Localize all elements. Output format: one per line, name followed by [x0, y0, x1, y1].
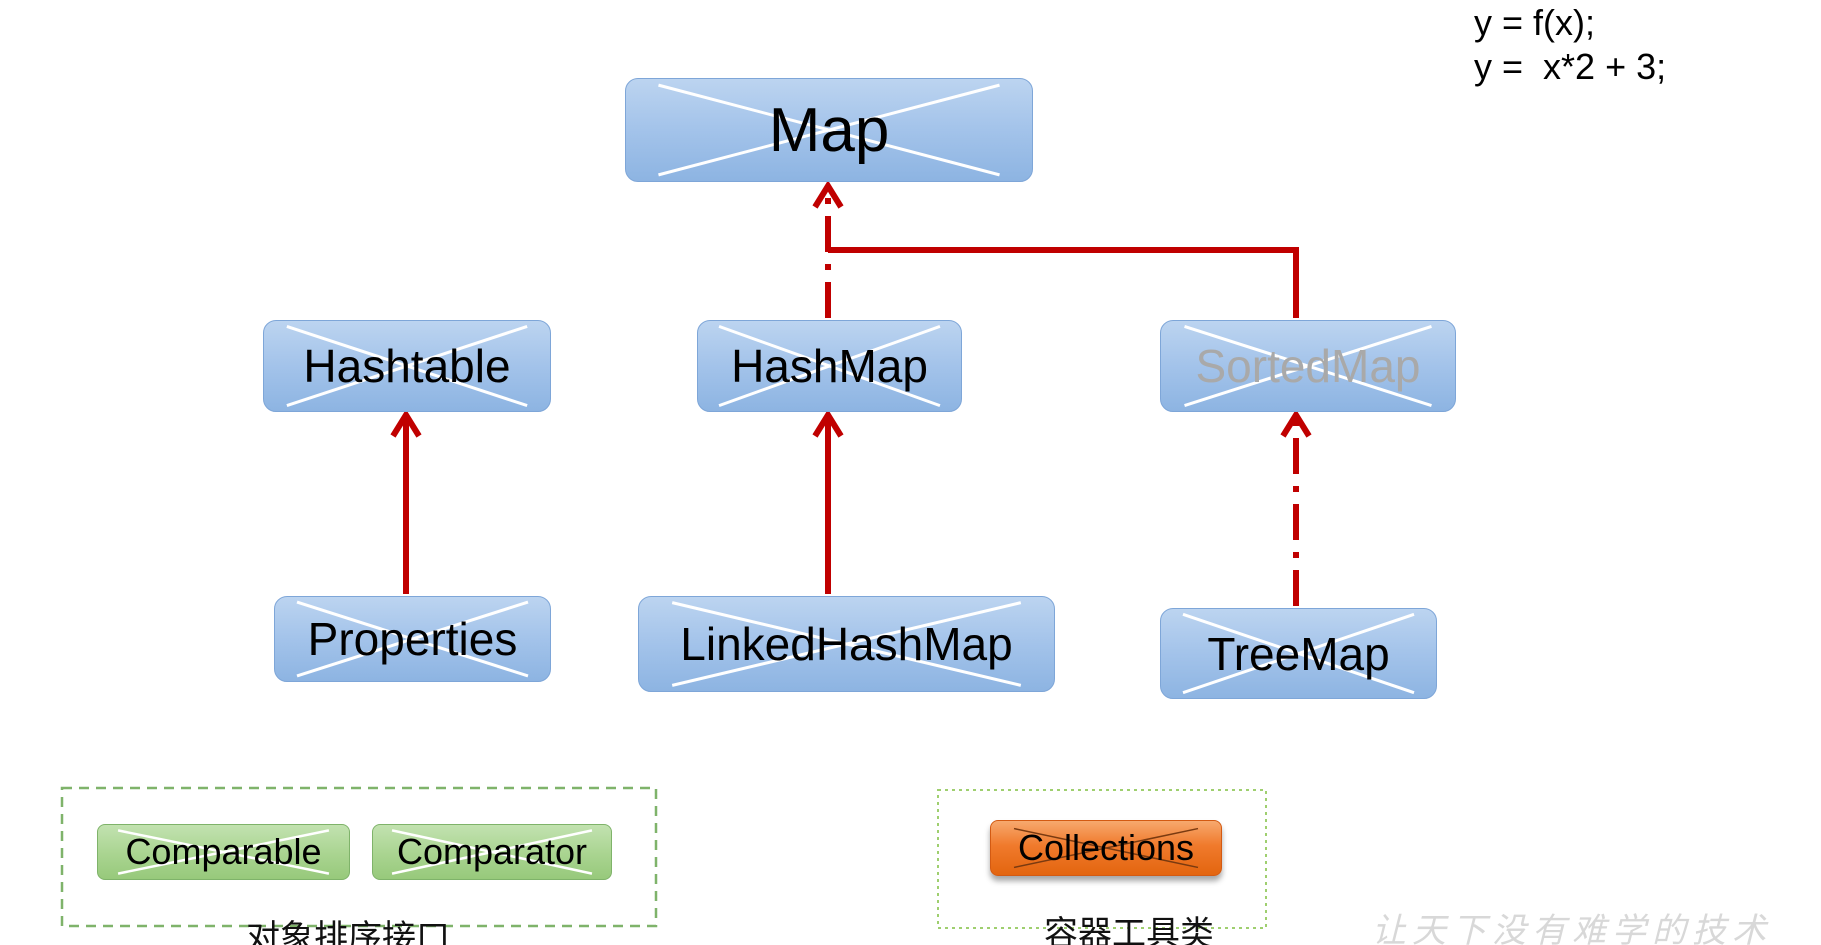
hashtable-label: Hashtable [303, 340, 511, 392]
arrow-linkedhashmap-to-hashmap [812, 409, 844, 594]
sort-interfaces-group-border [60, 786, 658, 928]
properties-label: Properties [307, 613, 518, 665]
properties-node[interactable]: Properties [274, 596, 551, 682]
hashtable-node[interactable]: Hashtable [263, 320, 551, 412]
cross-out-icon [626, 79, 1032, 181]
comparable-node[interactable]: Comparable [97, 824, 350, 880]
cross-out-icon [98, 825, 349, 879]
sort-interfaces-caption: 对象排序接口 [246, 918, 450, 945]
container-utils-caption: 容器工具类 [1044, 914, 1214, 945]
cross-out-icon [275, 597, 550, 681]
watermark-text: 让天下没有难学的技术 [1372, 911, 1772, 945]
cross-out-icon [264, 321, 550, 411]
sortedmap-label: SortedMap [1195, 340, 1421, 392]
cross-out-icon [698, 321, 961, 411]
comparator-label: Comparator [396, 831, 588, 872]
linkedhashmap-label: LinkedHashMap [680, 618, 1013, 670]
formula-line-2: y = x*2 + 3; [1474, 46, 1667, 87]
comparator-node[interactable]: Comparator [372, 824, 612, 880]
treemap-node[interactable]: TreeMap [1160, 608, 1437, 699]
container-utils-group-border [937, 789, 1267, 929]
map-label: Map [768, 95, 890, 165]
collections-node[interactable]: Collections [990, 820, 1222, 876]
cross-out-icon [1161, 609, 1436, 698]
comparable-label: Comparable [125, 831, 322, 872]
arrow-properties-to-hashtable [390, 409, 422, 594]
cross-out-icon [1161, 321, 1455, 411]
cross-out-icon [639, 597, 1054, 691]
cross-out-icon [373, 825, 611, 879]
map-node[interactable]: Map [625, 78, 1033, 182]
hashmap-label: HashMap [731, 340, 928, 392]
formula-line-1: y = f(x); [1474, 2, 1596, 43]
cross-out-icon [991, 821, 1221, 875]
arrow-sortedmap-to-map [828, 247, 1299, 318]
arrow-treemap-to-sortedmap [1280, 409, 1312, 606]
linkedhashmap-node[interactable]: LinkedHashMap [638, 596, 1055, 692]
collections-label: Collections [1017, 827, 1195, 868]
hashmap-node[interactable]: HashMap [697, 320, 962, 412]
treemap-label: TreeMap [1207, 627, 1390, 680]
sortedmap-node[interactable]: SortedMap [1160, 320, 1456, 412]
